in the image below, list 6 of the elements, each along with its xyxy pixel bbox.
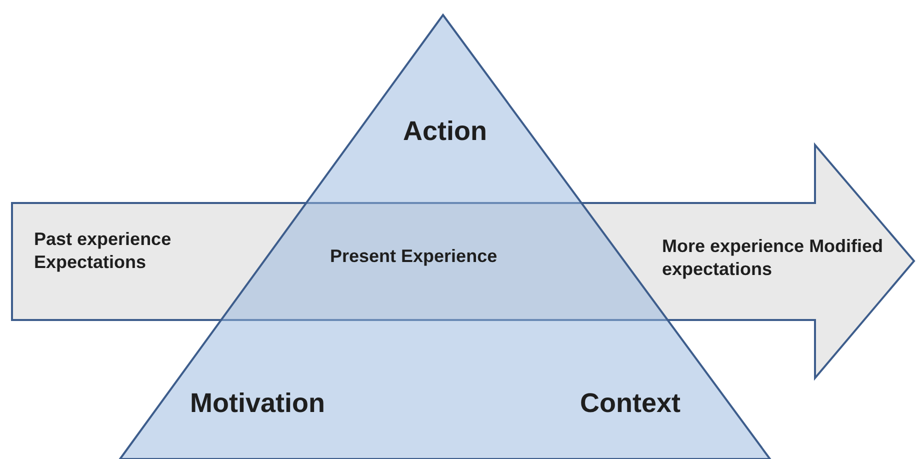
node-label: Motivation bbox=[190, 387, 326, 420]
node-label: Context bbox=[580, 387, 682, 420]
node-label: More experience Modified expectations bbox=[662, 235, 884, 280]
node-label: Past experience Expectations bbox=[34, 228, 172, 273]
node-label: Action bbox=[402, 115, 488, 148]
node-label: Present Experience bbox=[330, 245, 498, 268]
